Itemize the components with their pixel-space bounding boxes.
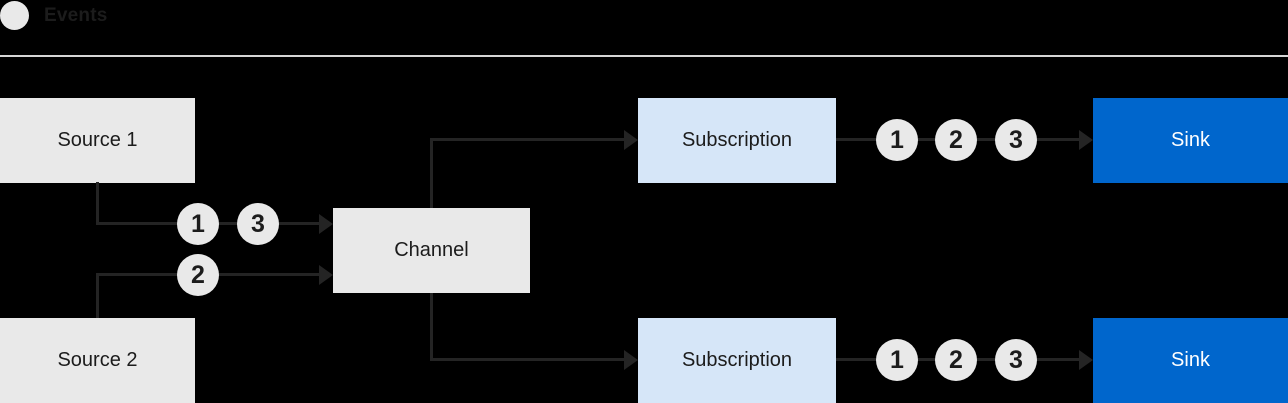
- arrowhead-icon: [319, 214, 333, 234]
- node-subscription-2-label: Subscription: [681, 349, 793, 371]
- divider: [0, 55, 1288, 57]
- event-circle-2: 2: [935, 339, 977, 381]
- event-circle-2: 2: [177, 254, 219, 296]
- event-circle-icon: [0, 1, 29, 30]
- arrowhead-icon: [624, 130, 638, 150]
- node-sink-1: Sink: [1093, 98, 1288, 183]
- node-source-2: Source 2: [0, 318, 195, 403]
- connector-channel-subscription1-horizontal: [430, 138, 624, 141]
- node-channel: Channel: [333, 208, 530, 293]
- arrowhead-icon: [1079, 130, 1093, 150]
- arrowhead-icon: [1079, 350, 1093, 370]
- connector-channel-subscription2-vertical: [430, 293, 433, 360]
- node-sink-2-label: Sink: [1171, 349, 1210, 371]
- node-source-2-label: Source 2: [57, 349, 138, 371]
- event-circle-1: 1: [876, 119, 918, 161]
- event-circle-3: 3: [237, 203, 279, 245]
- arrowhead-icon: [624, 350, 638, 370]
- node-subscription-2: Subscription: [638, 318, 836, 403]
- node-channel-label: Channel: [394, 239, 469, 261]
- event-circle-1: 1: [876, 339, 918, 381]
- node-subscription-1: Subscription: [638, 98, 836, 183]
- event-circle-3: 3: [995, 339, 1037, 381]
- node-subscription-1-label: Subscription: [681, 129, 793, 151]
- legend-label: Events: [44, 4, 108, 26]
- event-circle-3: 3: [995, 119, 1037, 161]
- event-circle-2: 2: [935, 119, 977, 161]
- node-sink-1-label: Sink: [1171, 129, 1210, 151]
- connector-channel-subscription2-horizontal: [430, 358, 624, 361]
- connector-channel-subscription1-vertical: [430, 140, 433, 208]
- node-source-1: Source 1: [0, 98, 195, 183]
- connector-source2-channel-vertical: [96, 275, 99, 318]
- connector-source1-channel-vertical: [96, 182, 99, 224]
- arrowhead-icon: [319, 265, 333, 285]
- node-source-1-label: Source 1: [57, 129, 138, 151]
- node-sink-2: Sink: [1093, 318, 1288, 403]
- event-circle-1: 1: [177, 203, 219, 245]
